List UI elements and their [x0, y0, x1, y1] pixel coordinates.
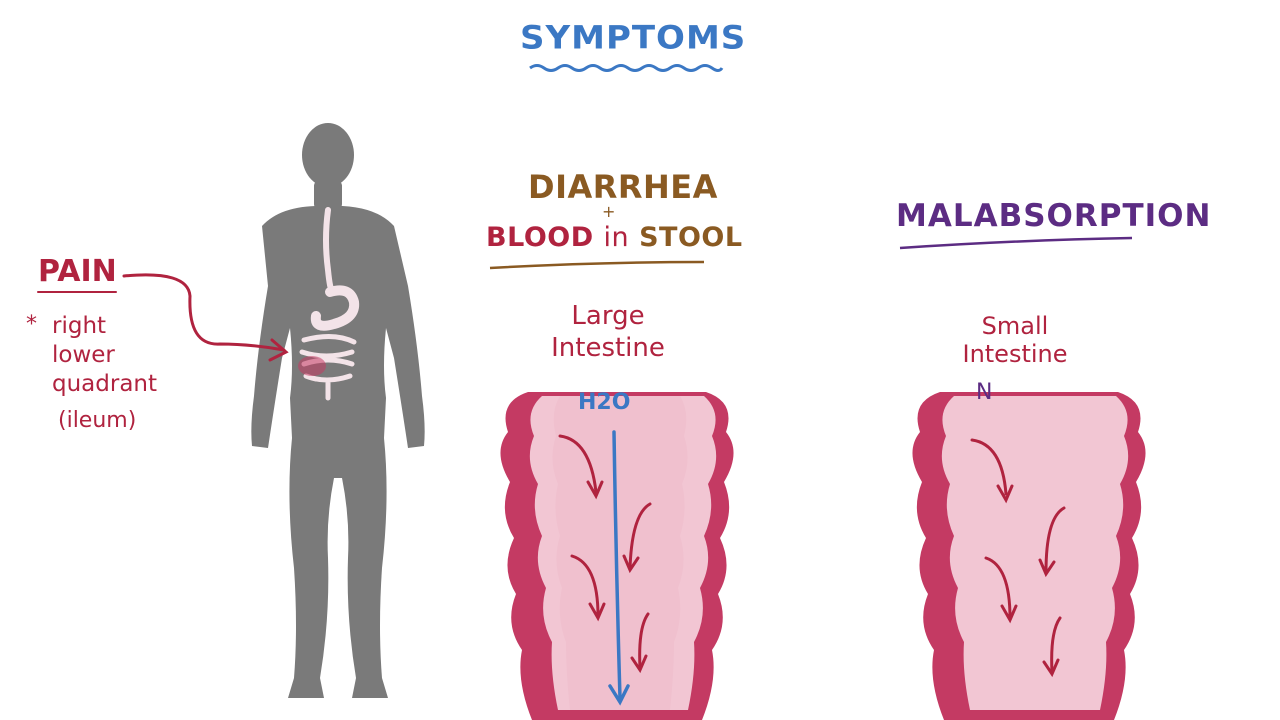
diarrhea-heading: DIARRHEA — [528, 168, 718, 206]
pain-location: right lower quadrant — [52, 312, 222, 399]
pain-hotspot — [298, 356, 326, 376]
malabsorption-heading: MALABSORPTION — [896, 198, 1212, 234]
water-flow-arrow — [608, 430, 630, 706]
blood-in-stool-heading: BLOOD in STOOL — [486, 222, 743, 253]
human-body-silhouette — [251, 123, 425, 699]
title-underline — [529, 64, 724, 72]
pain-note: (ileum) — [58, 408, 137, 433]
pain-location-line: right — [52, 313, 107, 339]
small-intestine-label-line1: Small — [981, 312, 1049, 340]
small-intestine — [912, 392, 1146, 720]
small-intestine-absorption-arrows — [970, 438, 1066, 678]
water-label: H2O — [578, 390, 631, 415]
in-word: in — [603, 222, 630, 253]
large-intestine-absorption-arrows — [558, 434, 652, 674]
pain-location-line: quadrant — [52, 371, 158, 397]
pain-star: * — [26, 312, 37, 337]
page-title: SYMPTOMS — [520, 19, 747, 57]
digestive-tract — [299, 207, 360, 401]
diarrhea-underline — [489, 260, 705, 270]
stool-word: STOOL — [639, 222, 743, 253]
nutrient-label: N — [976, 380, 993, 405]
large-intestine-label-line2: Intestine — [551, 333, 665, 363]
pain-heading: PAIN — [38, 254, 117, 289]
large-intestine-label-line1: Large — [571, 301, 645, 331]
pain-arrow — [37, 273, 289, 362]
small-intestine-label-line2: Intestine — [962, 340, 1068, 368]
large-intestine-label: Large Intestine — [538, 300, 678, 364]
blood-word: BLOOD — [486, 222, 594, 253]
plus-sign: + — [602, 202, 616, 221]
malabsorption-underline — [899, 236, 1133, 250]
small-intestine-label: Small Intestine — [950, 312, 1080, 368]
pain-location-line: lower — [52, 342, 115, 368]
